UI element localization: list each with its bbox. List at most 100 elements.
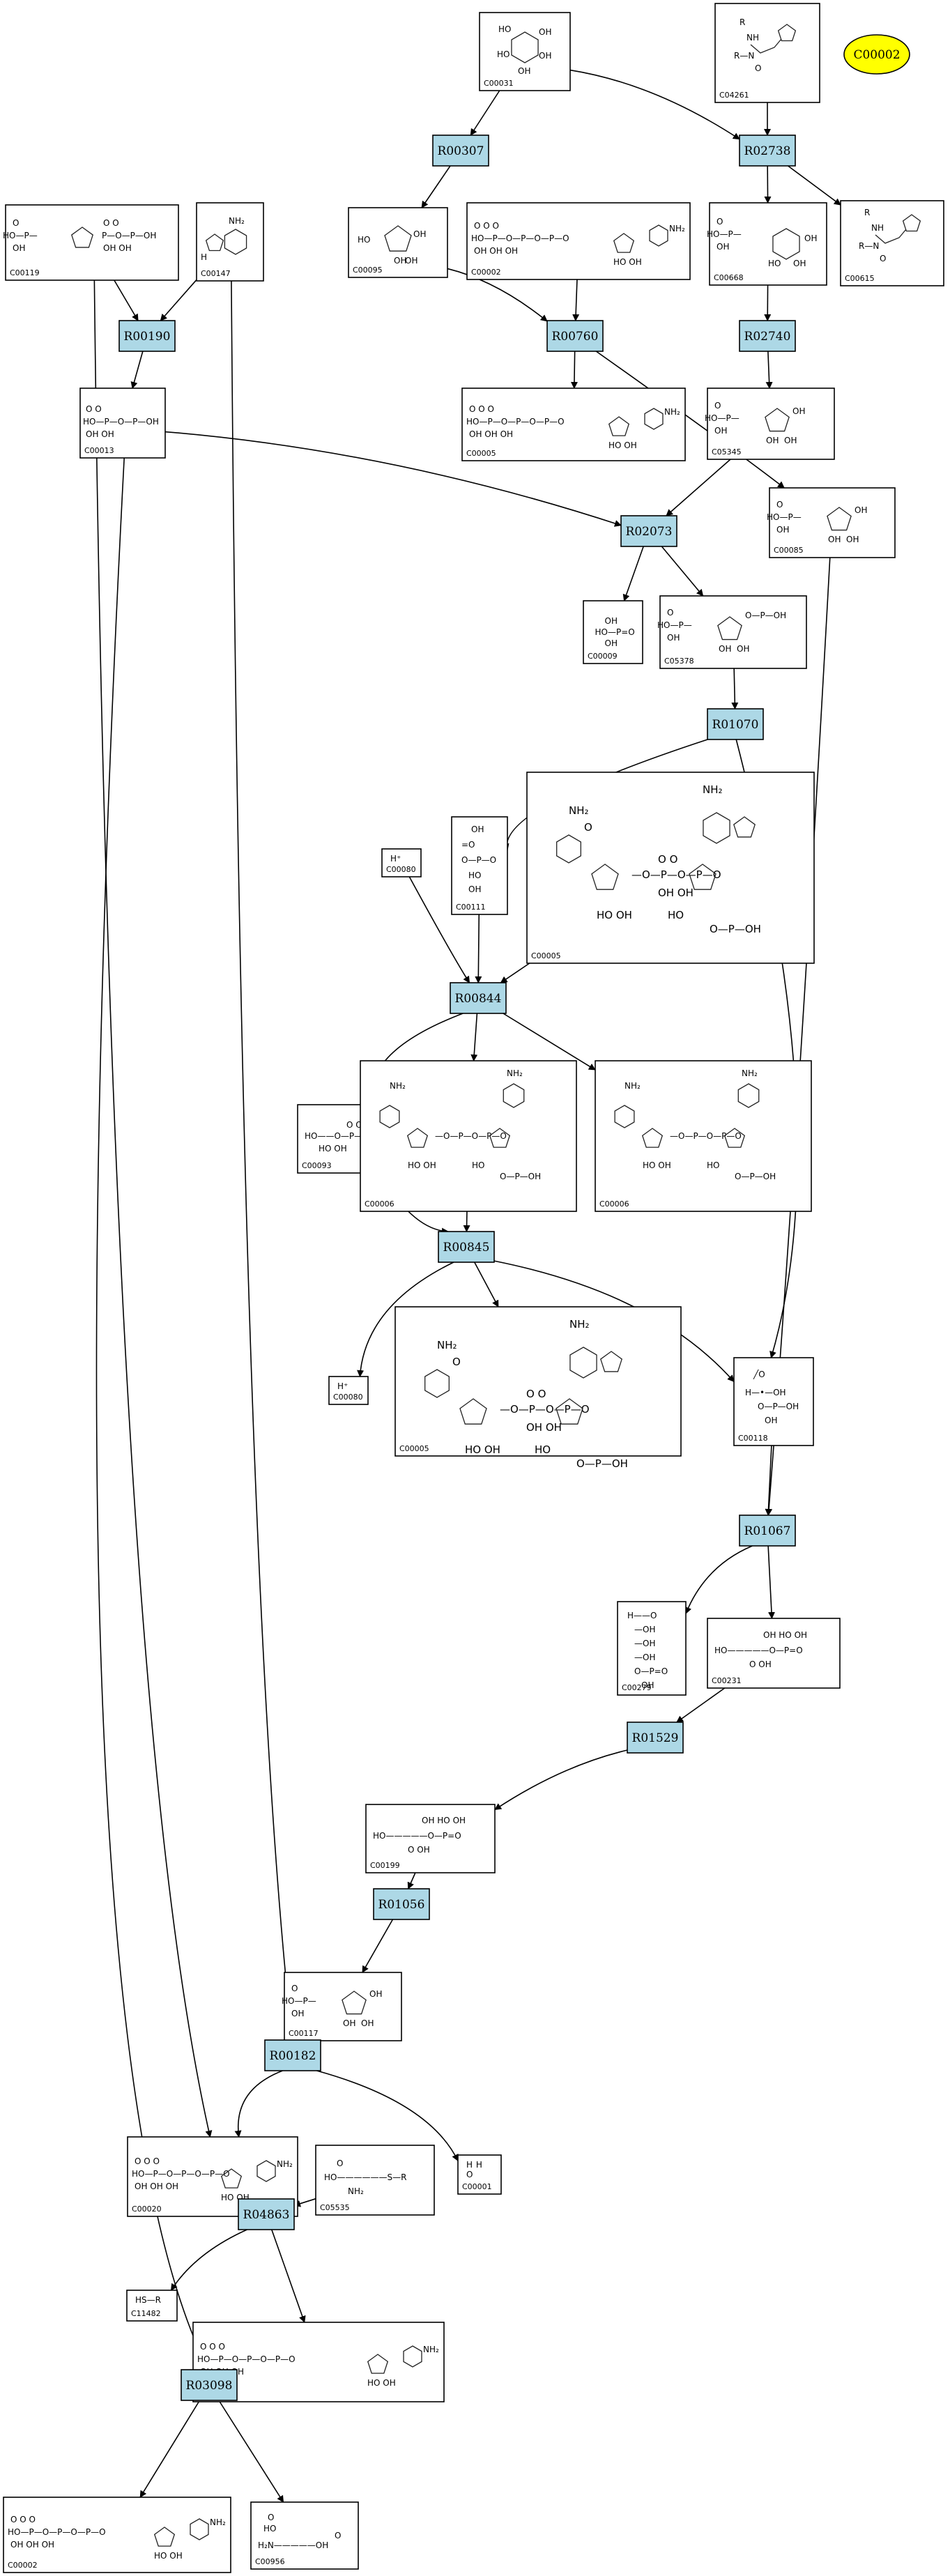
svg-text:OH: OH: [776, 525, 789, 535]
reaction-node[interactable]: R04863: [238, 2198, 295, 2230]
svg-text:H——O: H——O: [627, 1611, 657, 1620]
svg-text:HO: HO: [358, 235, 370, 245]
svg-text:O: O: [755, 63, 761, 73]
svg-text:HO: HO: [498, 24, 511, 34]
compound-id: C00031: [484, 79, 514, 88]
reaction-node[interactable]: R00760: [546, 320, 604, 352]
reaction-edge: [218, 2400, 284, 2503]
svg-text:O: O: [337, 2159, 343, 2168]
reaction-node[interactable]: R01067: [739, 1515, 796, 1547]
svg-text:O OH: O OH: [408, 1845, 430, 1855]
reaction-node[interactable]: R02073: [620, 515, 677, 547]
svg-text:HO——————S—R: HO——————S—R: [324, 2172, 406, 2182]
reaction-edge: [676, 1687, 726, 1723]
svg-text:HO—P—O—P—O—P—O: HO—P—O—P—O—P—O: [466, 417, 565, 427]
compound-id: C00956: [255, 2557, 285, 2566]
svg-text:—O—P—O—P—O: —O—P—O—P—O: [500, 1403, 590, 1416]
reaction-edge: [666, 459, 731, 516]
svg-text:O—P—OH: O—P—OH: [576, 1457, 628, 1470]
reaction-node[interactable]: R00844: [450, 982, 507, 1014]
reaction-node[interactable]: R01056: [373, 1888, 430, 1920]
reaction-edge: [767, 1545, 775, 1619]
svg-text:OH: OH: [471, 825, 484, 834]
reaction-edge: [408, 876, 470, 983]
reaction-id: R00190: [124, 330, 171, 344]
compound-id: C00005: [399, 1444, 429, 1453]
svg-text:OH: OH: [714, 426, 727, 436]
svg-text:OH OH OH: OH OH OH: [135, 2182, 178, 2191]
reaction-node[interactable]: R00307: [432, 135, 489, 167]
reaction-node[interactable]: R03098: [181, 2369, 238, 2401]
reaction-edge: [788, 165, 841, 206]
reaction-node[interactable]: R00845: [438, 1231, 495, 1263]
compound-id: C00147: [201, 269, 231, 278]
reaction-edge: [500, 963, 530, 983]
reaction-node[interactable]: R00190: [118, 320, 176, 352]
svg-text:O: O: [880, 254, 886, 263]
legend-compound-node[interactable]: C00002: [843, 34, 910, 75]
svg-text:O: O: [291, 1984, 298, 1993]
svg-text:OH HO OH: OH HO OH: [763, 1630, 807, 1640]
svg-text:OH: OH: [828, 535, 841, 544]
svg-text:OH OH: OH OH: [526, 1421, 562, 1434]
reaction-node[interactable]: R01070: [707, 708, 764, 740]
svg-text:OH: OH: [766, 436, 779, 445]
structure-drawing: H⁺: [337, 1381, 348, 1391]
svg-text:O: O: [335, 2531, 341, 2540]
reaction-edge: [570, 351, 578, 389]
reaction-node[interactable]: R00182: [264, 2039, 321, 2071]
svg-text:O—P—OH: O—P—OH: [745, 611, 786, 620]
svg-text:NH₂: NH₂: [569, 804, 589, 817]
compound-node[interactable]: H⁺C00080: [328, 1376, 369, 1405]
reaction-node[interactable]: R01529: [627, 1722, 684, 1754]
svg-text:OH: OH: [792, 406, 805, 416]
compound-node[interactable]: H⁺C00080: [381, 848, 422, 877]
reaction-edge: [661, 546, 704, 597]
compound-id: C00093: [302, 1161, 332, 1170]
compound-id: C00085: [774, 546, 804, 555]
reaction-node[interactable]: R02738: [739, 135, 796, 167]
svg-text:NH₂: NH₂: [423, 2345, 439, 2354]
svg-text:OH: OH: [667, 633, 680, 643]
svg-text:—O—P—O—P—O: —O—P—O—P—O: [670, 1131, 742, 1141]
svg-text:HO OH: HO OH: [613, 257, 642, 267]
svg-text:R: R: [740, 17, 745, 27]
svg-text:HO—————O—P=O: HO—————O—P=O: [373, 1831, 461, 1841]
svg-text:HO—P=O: HO—P=O: [595, 627, 635, 637]
reaction-node[interactable]: R02740: [739, 320, 796, 352]
